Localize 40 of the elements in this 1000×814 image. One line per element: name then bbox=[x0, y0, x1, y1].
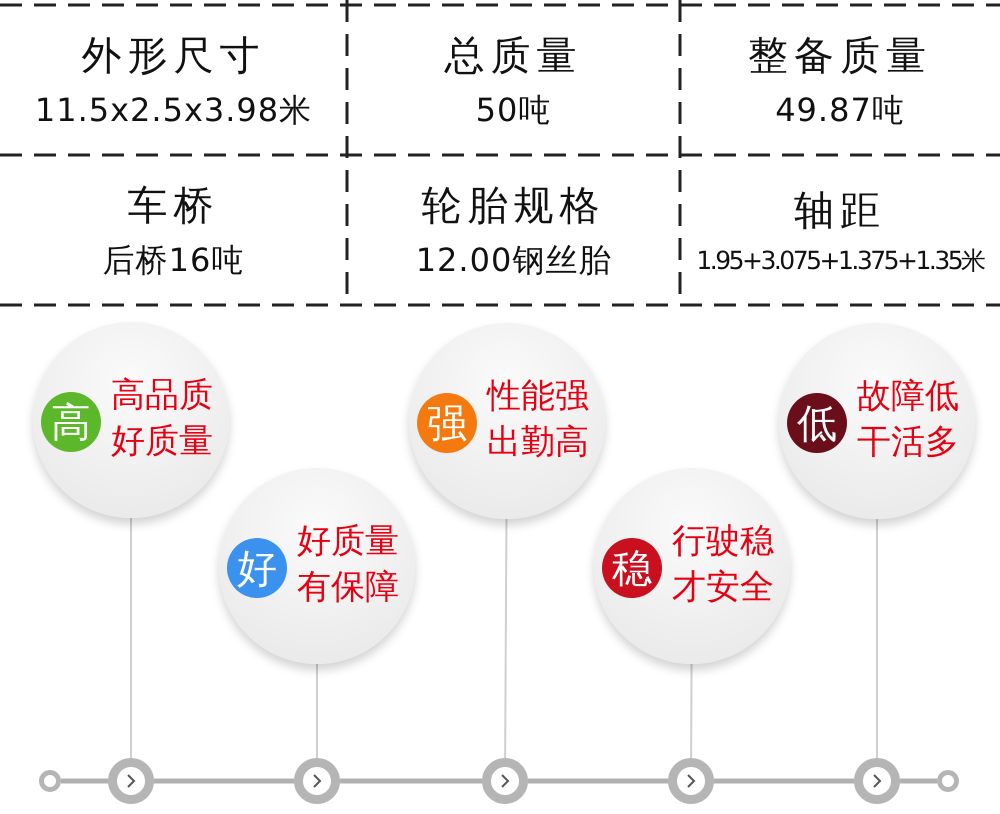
feature-text: 好质量有保障 bbox=[297, 520, 400, 609]
chevron-circle bbox=[482, 758, 528, 804]
badge-circle: 低 bbox=[787, 393, 847, 453]
badge-circle: 稳 bbox=[602, 538, 662, 598]
table-value: 后桥16吨 bbox=[102, 240, 244, 280]
end-ring bbox=[39, 770, 61, 792]
connector-line bbox=[876, 519, 878, 758]
feature-text: 故障低干活多 bbox=[857, 375, 960, 464]
timeline-line bbox=[154, 778, 294, 784]
table-heading: 总质量 bbox=[444, 32, 582, 80]
connector-line bbox=[130, 518, 132, 758]
table-heading: 轮胎规格 bbox=[422, 182, 606, 230]
feature-text: 高品质好质量 bbox=[111, 374, 214, 463]
chevron-circle bbox=[668, 758, 714, 804]
chevron-circle bbox=[108, 758, 154, 804]
timeline-line bbox=[900, 778, 937, 784]
timeline-line bbox=[340, 778, 482, 784]
table-value: 12.00钢丝胎 bbox=[416, 240, 612, 280]
badge-circle: 强 bbox=[417, 393, 477, 453]
feature-text: 性能强出勤高 bbox=[487, 375, 590, 464]
connector-line bbox=[690, 664, 693, 758]
badge-circle: 好 bbox=[227, 538, 287, 598]
badge-circle: 高 bbox=[41, 392, 101, 452]
table-heading: 外形尺寸 bbox=[82, 32, 266, 80]
chevron-circle bbox=[294, 758, 340, 804]
timeline-line bbox=[528, 778, 668, 784]
chevron-circle bbox=[854, 758, 900, 804]
table-value: 50吨 bbox=[476, 90, 552, 130]
connector-line bbox=[316, 664, 318, 758]
end-ring bbox=[937, 770, 959, 792]
table-value: 1.95+3.075+1.375+1.35米 bbox=[696, 245, 984, 277]
timeline-line bbox=[714, 778, 854, 784]
feature-text: 行驶稳才安全 bbox=[672, 520, 775, 609]
table-value: 11.5x2.5x3.98米 bbox=[34, 90, 312, 130]
table-heading: 整备质量 bbox=[748, 32, 932, 80]
table-value: 49.87吨 bbox=[775, 90, 905, 130]
timeline-line bbox=[61, 778, 108, 784]
table-heading: 车桥 bbox=[128, 182, 220, 230]
connector-line bbox=[504, 519, 508, 758]
table-heading: 轴距 bbox=[794, 187, 886, 236]
